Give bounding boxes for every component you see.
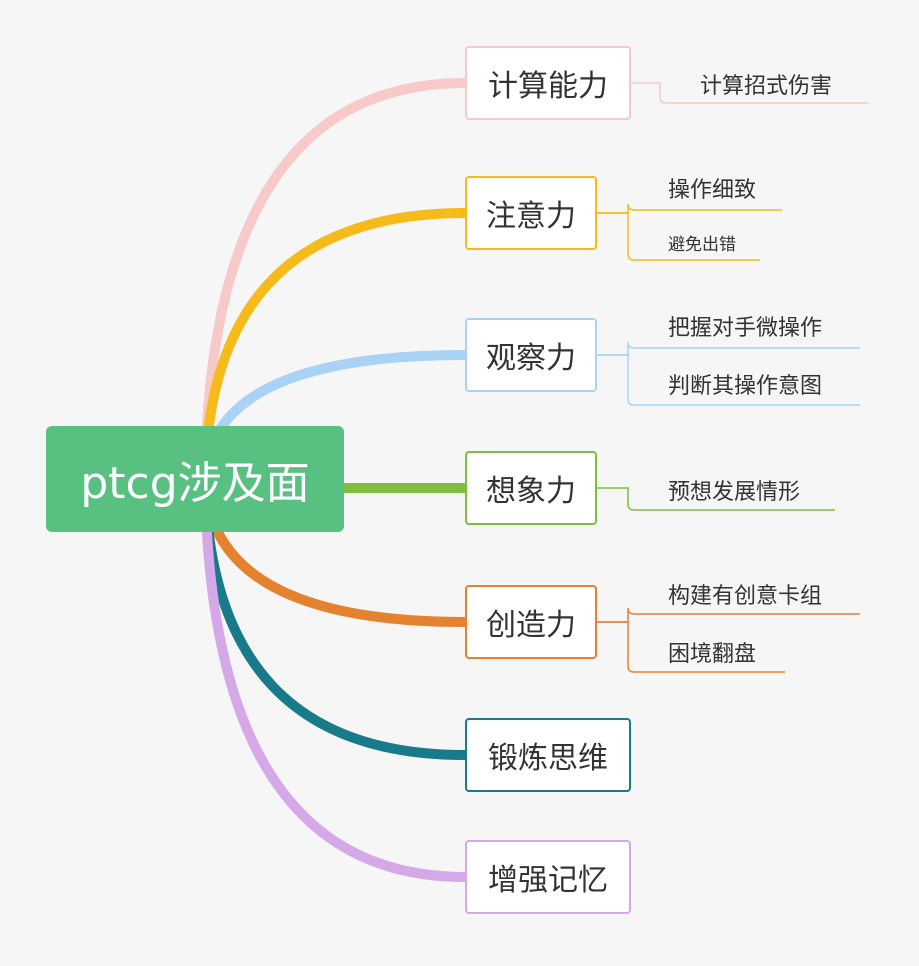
- branch-node-imagination: 想象力: [465, 451, 597, 525]
- branch-connector: [200, 474, 470, 882]
- branch-node-memory: 增强记忆: [465, 840, 631, 914]
- branch-label: 锻炼思维: [488, 741, 608, 776]
- branch-connector: [200, 78, 470, 484]
- branch-label: 计算能力: [488, 69, 608, 104]
- branch-node-attention: 注意力: [465, 176, 597, 250]
- leaf-careful-operation: 操作细致: [668, 178, 757, 203]
- leaf-judge-intent: 判断其操作意图: [668, 374, 823, 399]
- branch-label: 观察力: [486, 341, 576, 376]
- branch-node-creativity: 创造力: [465, 585, 597, 659]
- leaf-connector: [597, 621, 785, 673]
- leaf-connector: [597, 341, 860, 356]
- root-label: ptcg涉及面: [80, 458, 310, 509]
- leaf-connector: [597, 487, 835, 511]
- leaf-comeback: 困境翻盘: [668, 642, 757, 667]
- leaf-avoid-errors: 避免出错: [668, 235, 736, 255]
- branch-node-thinking: 锻炼思维: [465, 718, 631, 792]
- branch-node-observation: 观察力: [465, 318, 597, 392]
- leaf-connector: [597, 607, 860, 623]
- branch-connector: [200, 208, 470, 484]
- leaf-connector: [597, 354, 860, 406]
- branch-label: 注意力: [486, 199, 576, 234]
- branch-label: 增强记忆: [488, 863, 608, 898]
- leaf-calc-damage: 计算招式伤害: [700, 74, 833, 99]
- branch-label: 想象力: [486, 474, 576, 509]
- leaf-foresee-situation: 预想发展情形: [668, 480, 801, 505]
- branch-node-calculation: 计算能力: [465, 46, 631, 120]
- root-node: ptcg涉及面: [46, 426, 344, 532]
- branch-label: 创造力: [486, 608, 576, 643]
- leaf-read-opponent-micro: 把握对手微操作: [668, 316, 823, 341]
- leaf-creative-deck: 构建有创意卡组: [668, 584, 823, 609]
- leaf-connector: [597, 212, 760, 261]
- leaf-connector: [597, 203, 782, 214]
- leaf-connector: [631, 82, 868, 104]
